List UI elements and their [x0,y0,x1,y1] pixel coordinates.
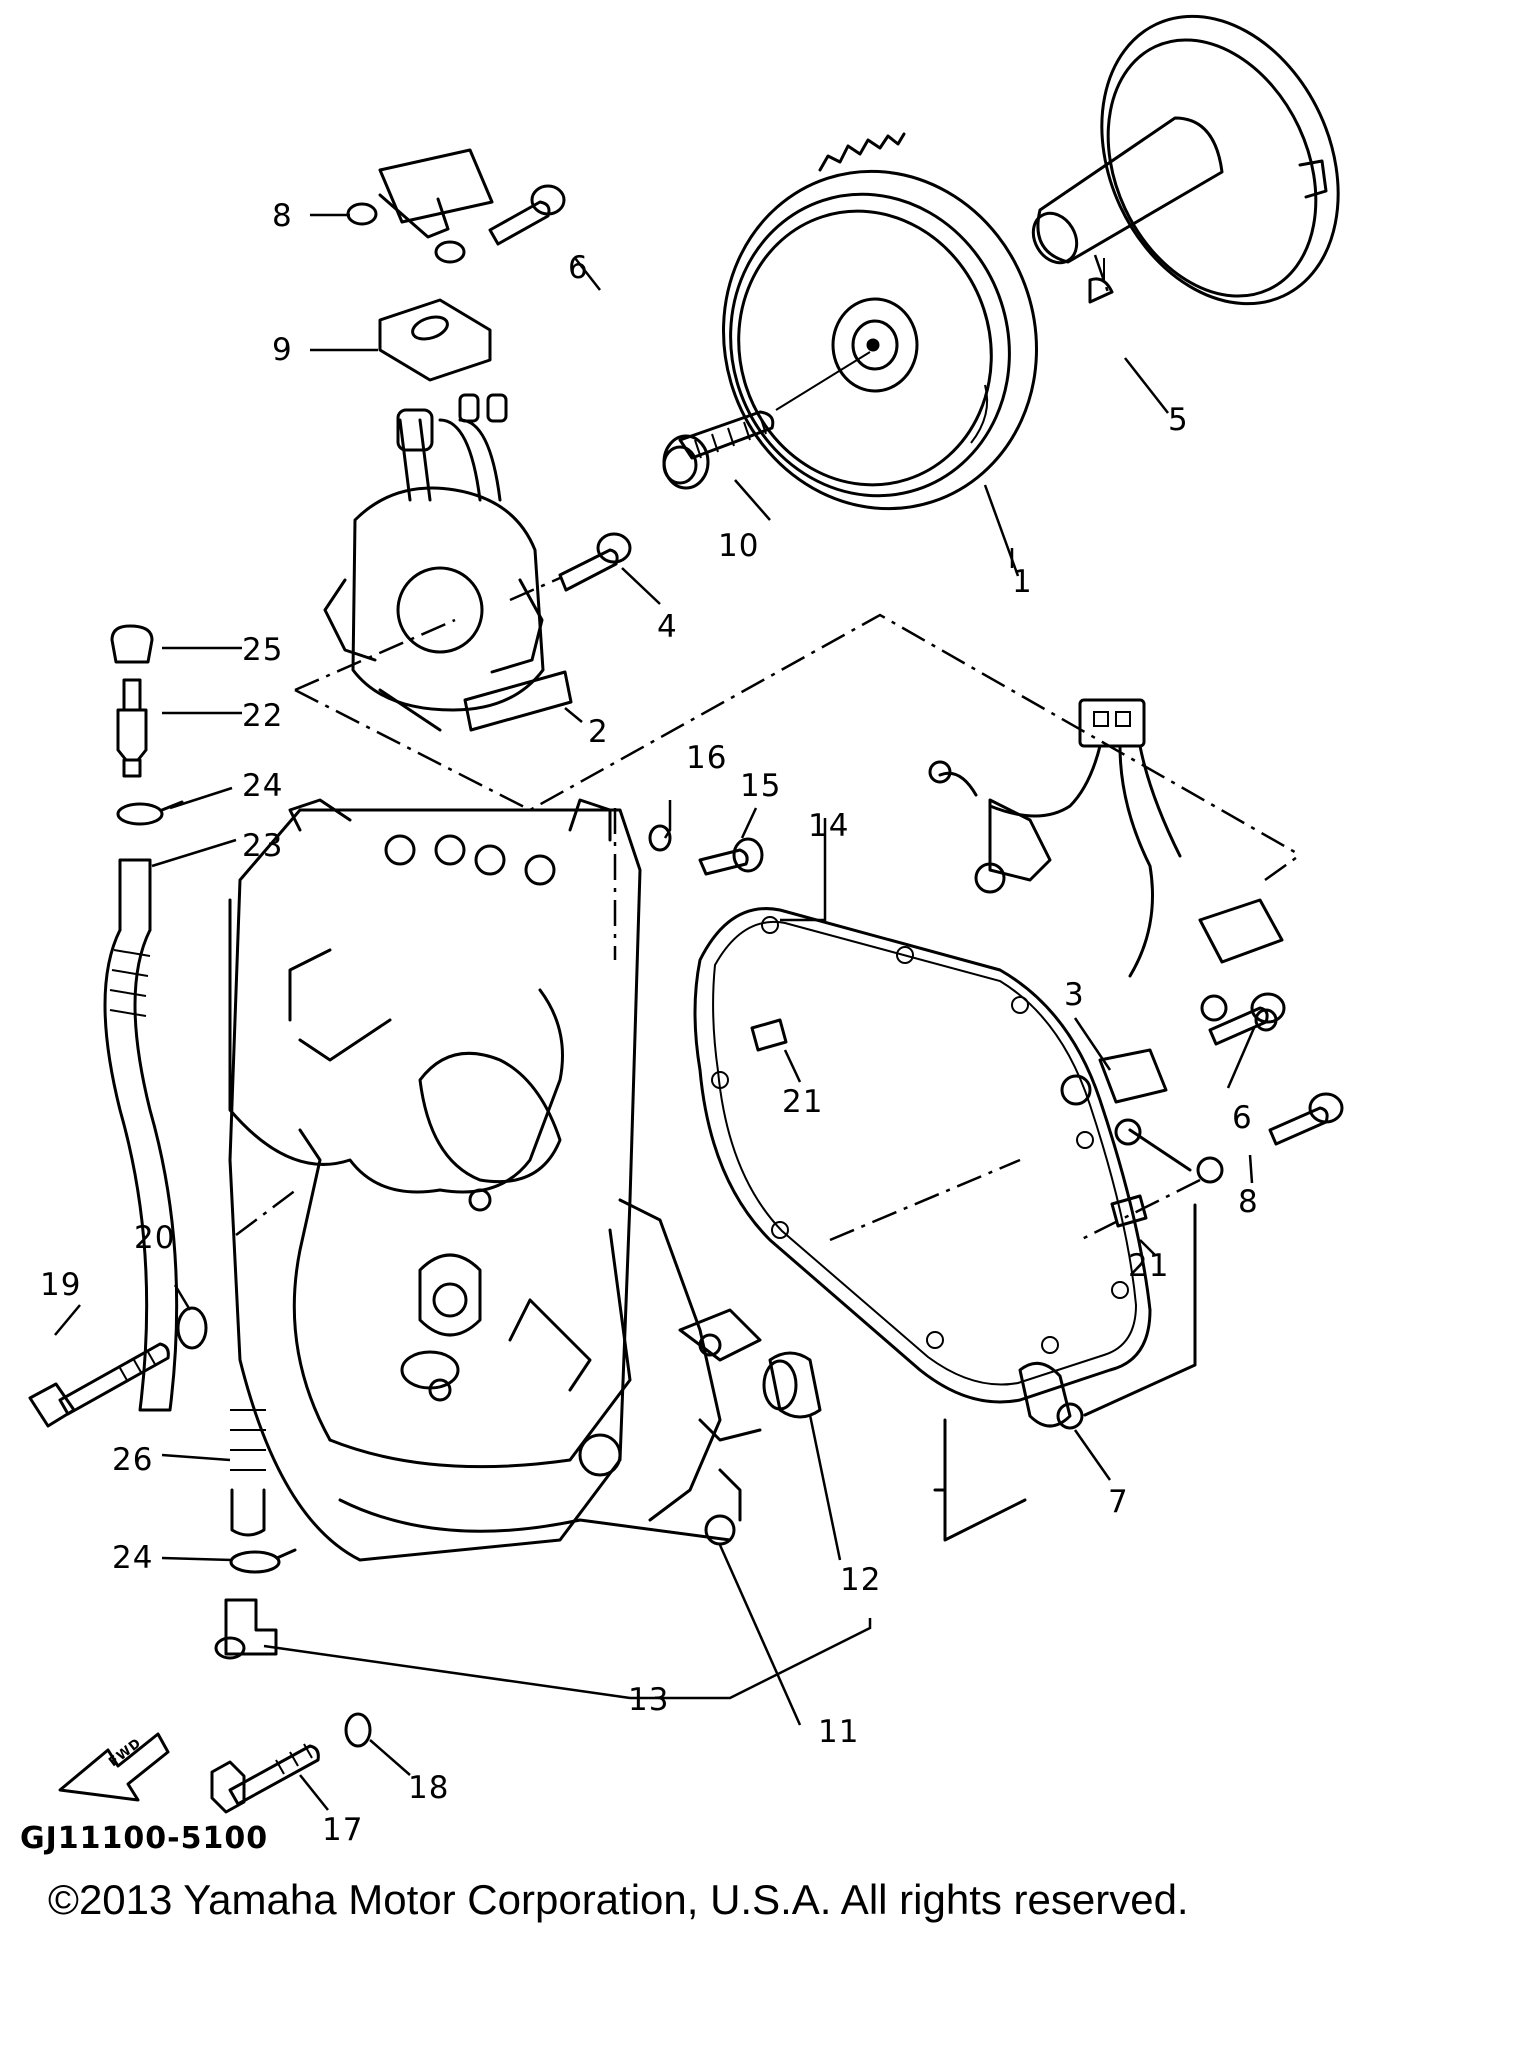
callout-24-bottom: 24 [112,1540,153,1576]
callout-23: 23 [242,828,283,864]
stator-assembly [323,393,573,732]
callout-16: 16 [686,740,727,776]
assembly-guides [294,254,1301,960]
woodruff-key [1088,258,1114,304]
callout-2: 2 [588,714,609,750]
crankcase-housing [228,798,762,1562]
harness-screws [1208,992,1344,1146]
callout-11: 11 [818,1714,859,1750]
callout-3: 3 [1064,977,1085,1013]
callout-24-top: 24 [242,768,283,804]
callout-13: 13 [628,1682,669,1718]
callout-10: 10 [718,528,759,564]
callout-15: 15 [740,768,781,804]
callout-9: 9 [272,332,293,368]
callout-14: 14 [808,808,849,844]
callout-26: 26 [112,1442,153,1478]
collar [762,1351,822,1419]
callout-6-top: 6 [568,250,589,286]
cover-gasket [693,907,1152,1404]
wiring-harness [928,698,1284,1242]
rubber-damper [378,298,492,382]
copyright-notice: ©2013 Yamaha Motor Corporation, U.S.A. A… [48,1876,1189,1923]
rotor-bolt [662,351,871,490]
callout-12: 12 [840,1562,881,1598]
callout-21-right: 21 [1128,1248,1169,1284]
mounting-bolts [28,1306,372,1814]
callout-17: 17 [322,1812,363,1848]
callout-6-right: 6 [1232,1100,1253,1136]
callout-8-top: 8 [272,198,293,234]
crankshaft-cone-assembly [1031,14,1340,306]
callout-21-left: 21 [782,1084,823,1120]
top-bracket [346,148,566,264]
callout-5: 5 [1168,402,1189,438]
callout-4: 4 [657,609,678,645]
bolt-and-washer-top [648,824,764,876]
callout-22: 22 [242,698,283,734]
callout-18: 18 [408,1770,449,1806]
catalog-code: GJ11100-5100 [20,1821,269,1856]
callout-7: 7 [1108,1484,1129,1520]
callout-25: 25 [242,632,283,668]
stator-screw [509,532,632,602]
dowel-pins [750,1018,1148,1228]
callout-20: 20 [134,1220,175,1256]
forward-arrow-icon: FWD [58,1732,170,1802]
fwd-arrow-label: FWD [106,1736,144,1771]
callout-19: 19 [40,1267,81,1303]
water-hose-assembly [103,624,297,1660]
callout-1: 1 [1012,564,1033,600]
callout-leaders [54,213,1256,1811]
callout-8-right: 8 [1238,1184,1259,1220]
wire-clamp [933,1203,1197,1542]
flywheel-rotor [722,132,1038,511]
